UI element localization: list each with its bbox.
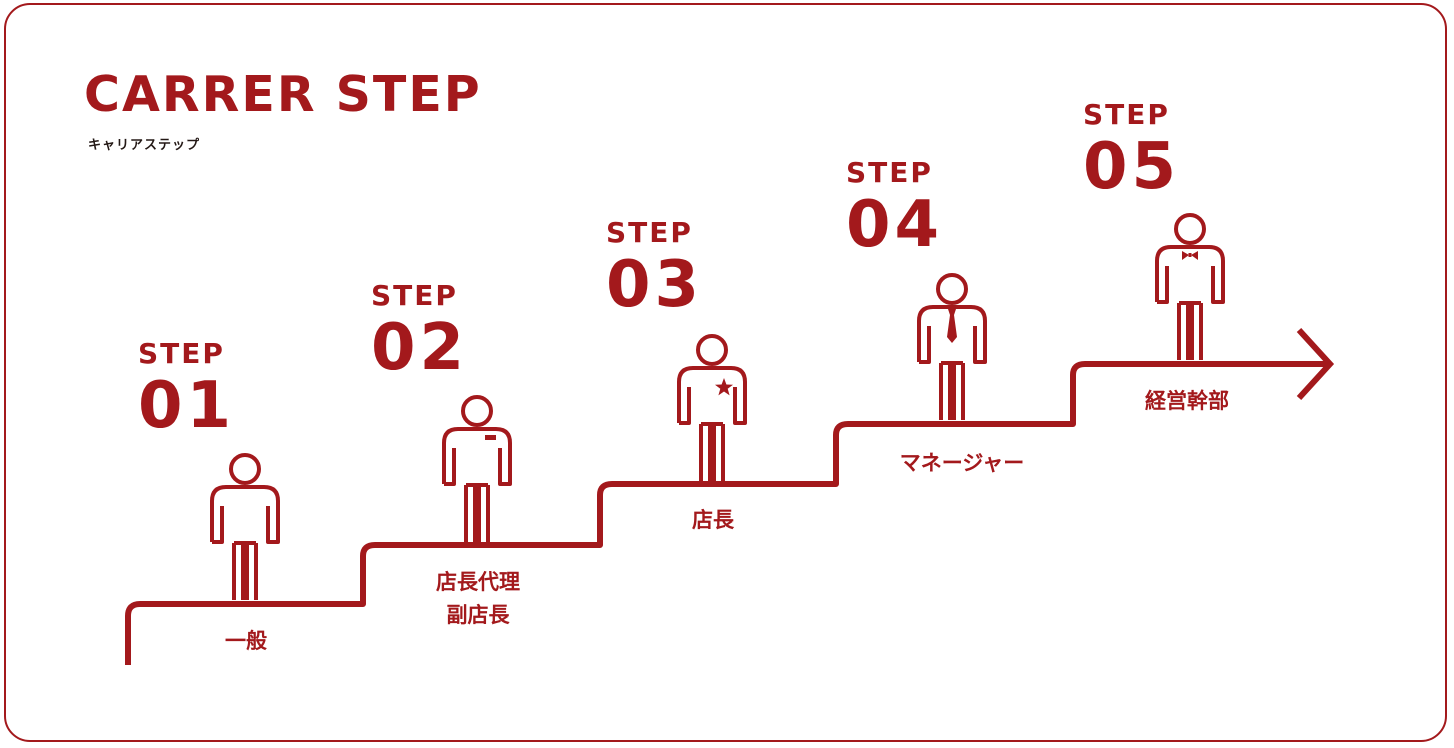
- role-label-02: 店長代理 副店長: [436, 566, 520, 632]
- name-badge-person-icon: [442, 395, 512, 544]
- role-label-03: 店長: [692, 508, 734, 532]
- role-line: 店長代理: [436, 570, 520, 594]
- stair-line: [125, 361, 1326, 665]
- step-word: STEP: [1083, 98, 1170, 131]
- step-number: 05: [1083, 130, 1181, 204]
- plain-person-icon: [210, 453, 280, 602]
- step-number: 01: [138, 369, 236, 443]
- step-word: STEP: [846, 156, 933, 189]
- step-number: 02: [371, 311, 469, 385]
- step-word: STEP: [371, 279, 458, 312]
- role-label-01: 一般: [225, 629, 267, 653]
- step-word: STEP: [606, 216, 693, 249]
- step-word: STEP: [138, 337, 225, 370]
- page-title: CARRER STEP: [84, 66, 482, 123]
- arrow-head-icon: [1296, 327, 1335, 401]
- step-number: 03: [606, 248, 704, 322]
- necktie-person-icon: [917, 273, 987, 422]
- step-label-03: STEP 03: [606, 216, 704, 322]
- page-subtitle: キャリアステップ: [88, 138, 201, 153]
- bowtie-person-icon: [1155, 213, 1225, 362]
- role-label-04: マネージャー: [899, 451, 1025, 475]
- star-badge-person-icon: [677, 334, 747, 483]
- step-label-02: STEP 02: [371, 279, 469, 385]
- step-label-04: STEP 04: [846, 156, 944, 262]
- step-label-05: STEP 05: [1083, 98, 1181, 204]
- role-label-05: 経営幹部: [1145, 389, 1229, 413]
- step-label-01: STEP 01: [138, 337, 236, 443]
- step-number: 04: [846, 188, 944, 262]
- role-line: 副店長: [446, 603, 510, 627]
- card-frame: [4, 3, 1447, 742]
